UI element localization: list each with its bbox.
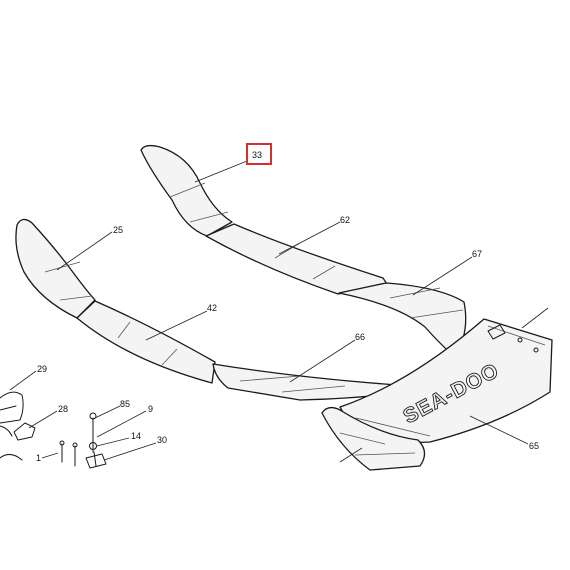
callout-14[interactable]: 14 xyxy=(131,431,141,441)
part-14-washer[interactable] xyxy=(89,442,97,450)
hull-edge-line xyxy=(0,454,23,461)
part-42-mat[interactable] xyxy=(76,300,216,384)
part-33-mat[interactable] xyxy=(140,144,233,237)
part-25-mat[interactable] xyxy=(15,218,96,319)
part-28-clip[interactable] xyxy=(0,422,36,441)
callout-66[interactable]: 66 xyxy=(355,332,365,342)
callout-9[interactable]: 9 xyxy=(148,404,153,414)
callout-33-highlight xyxy=(246,143,272,165)
bottom-mat[interactable] xyxy=(321,406,426,471)
part-65-bow-panel[interactable]: SEA-DOO xyxy=(339,318,553,444)
part-29-bracket[interactable] xyxy=(0,391,24,424)
part-30-bracket[interactable] xyxy=(85,451,107,469)
callout-28[interactable]: 28 xyxy=(58,404,68,414)
callout-29[interactable]: 29 xyxy=(37,364,47,374)
part-67-mat[interactable] xyxy=(338,282,467,358)
callout-62[interactable]: 62 xyxy=(340,215,350,225)
callout-85[interactable]: 85 xyxy=(120,399,130,409)
callout-33[interactable]: 33 xyxy=(252,150,262,160)
callout-42[interactable]: 42 xyxy=(207,303,217,313)
callout-1[interactable]: 1 xyxy=(36,453,41,463)
part-85-bolt[interactable] xyxy=(89,412,97,453)
callout-30[interactable]: 30 xyxy=(157,435,167,445)
callout-67[interactable]: 67 xyxy=(472,249,482,259)
part-62-mat[interactable] xyxy=(205,223,388,295)
part-1-screw[interactable] xyxy=(59,440,78,467)
callout-25[interactable]: 25 xyxy=(113,225,123,235)
leader-lines xyxy=(9,160,549,463)
callout-65[interactable]: 65 xyxy=(529,441,539,451)
